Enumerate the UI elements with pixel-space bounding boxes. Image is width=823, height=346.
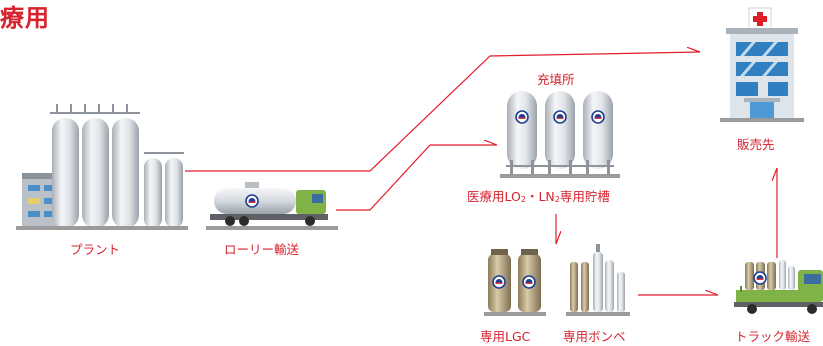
tank-label-prefix: 医療用LO: [467, 189, 521, 204]
tank-label: 医療用LO2・LN2専用貯槽: [467, 186, 610, 205]
tank-label-sub1: 2: [520, 195, 526, 204]
lgc-label: 専用LGC: [480, 329, 531, 344]
filling-station-icon: [500, 91, 620, 178]
truck-icon: [734, 260, 823, 314]
lorry-label: ローリー輸送: [224, 242, 300, 257]
tank-label-mid: ・LN: [525, 189, 555, 204]
truck-label: トラック輸送: [735, 329, 811, 344]
filling-station-label: 充填所: [537, 72, 575, 87]
lgc-icon: [484, 249, 546, 316]
plant-icon: [16, 104, 188, 230]
plant-to-seller-line: [185, 52, 700, 172]
plant-label: プラント: [70, 242, 121, 257]
cylinder-label: 専用ボンベ: [563, 329, 626, 344]
hospital-icon: [720, 7, 804, 122]
seller-label: 販売先: [737, 137, 775, 152]
flow-lines: [185, 52, 778, 296]
lorry-icon: [206, 182, 338, 230]
cylinder-icon: [566, 244, 630, 316]
tank-label-suffix: 専用貯槽: [559, 189, 610, 204]
page-title: 療用: [0, 4, 50, 32]
lorry-to-tank-line: [336, 145, 497, 211]
tank-label-sub2: 2: [554, 195, 560, 204]
